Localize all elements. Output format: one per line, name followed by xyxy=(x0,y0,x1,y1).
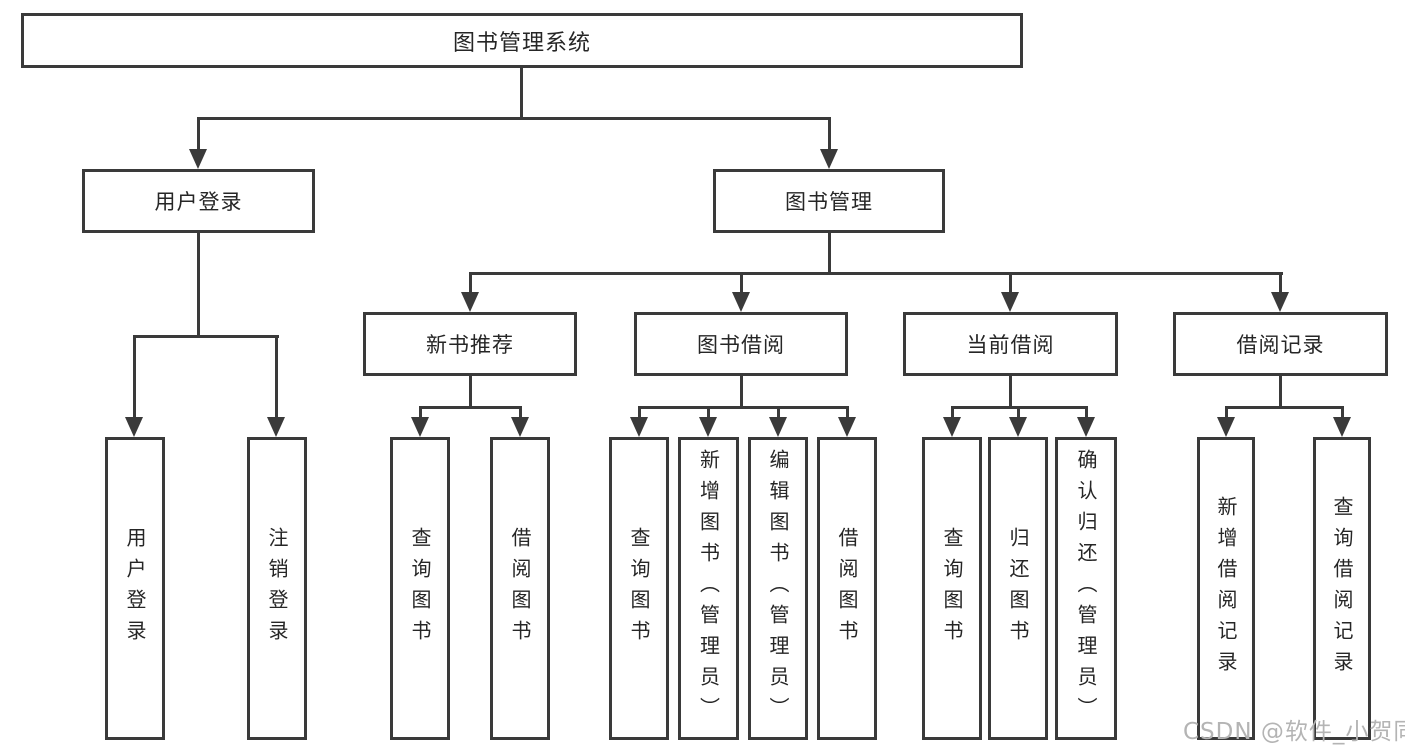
leaf-confirm-return-admin: 确认归还（管理员） xyxy=(1055,437,1117,740)
node-label: 用户登录 xyxy=(154,190,243,214)
leaf-label: 用户登录 xyxy=(123,526,147,651)
leaf-label: 查询借阅记录 xyxy=(1330,495,1354,682)
connector-line xyxy=(197,117,831,120)
arrowhead-down-icon xyxy=(943,417,961,437)
arrowhead-down-icon xyxy=(820,149,838,169)
leaf-label: 归还图书 xyxy=(1006,526,1030,651)
connector-line xyxy=(1085,406,1088,420)
connector-line xyxy=(520,68,523,120)
connector-line xyxy=(197,117,200,152)
connector-line xyxy=(707,406,710,420)
leaf-query-books-current: 查询图书 xyxy=(922,437,982,740)
arrowhead-down-icon xyxy=(732,292,750,312)
connector-line xyxy=(951,406,954,420)
connector-line xyxy=(846,406,849,420)
connector-line xyxy=(740,376,743,409)
leaf-label: 确认归还（管理员） xyxy=(1074,449,1098,728)
leaf-label: 查询图书 xyxy=(627,526,651,651)
arrowhead-down-icon xyxy=(461,292,479,312)
node-user-login: 用户登录 xyxy=(82,169,315,233)
node-borrowing-records: 借阅记录 xyxy=(1173,312,1388,376)
node-label: 借阅记录 xyxy=(1236,333,1325,357)
leaf-query-books-recommend: 查询图书 xyxy=(390,437,450,740)
leaf-label: 编辑图书（管理员） xyxy=(766,449,790,728)
leaf-label: 查询图书 xyxy=(408,526,432,651)
leaf-label: 新增图书（管理员） xyxy=(696,449,721,728)
leaf-query-books-borrowing: 查询图书 xyxy=(609,437,669,740)
connector-line xyxy=(133,335,136,420)
connector-line xyxy=(519,406,522,420)
connector-line xyxy=(777,406,780,420)
connector-line xyxy=(828,233,831,275)
connector-line xyxy=(469,272,472,295)
leaf-label: 借阅图书 xyxy=(835,526,859,651)
node-book-management: 图书管理 xyxy=(713,169,945,233)
connector-line xyxy=(1225,406,1228,420)
arrowhead-down-icon xyxy=(411,417,429,437)
arrowhead-down-icon xyxy=(1001,292,1019,312)
connector-line xyxy=(740,272,743,295)
node-label: 新书推荐 xyxy=(426,333,514,357)
connector-line xyxy=(133,335,279,338)
arrowhead-down-icon xyxy=(267,417,285,437)
connector-line xyxy=(1009,376,1012,409)
arrowhead-down-icon xyxy=(630,417,648,437)
leaf-user-login: 用户登录 xyxy=(105,437,165,740)
node-label: 图书管理系统 xyxy=(452,30,591,56)
leaf-borrow-books-recommend: 借阅图书 xyxy=(490,437,550,740)
arrowhead-down-icon xyxy=(1217,417,1235,437)
connector-line xyxy=(419,406,521,409)
arrowhead-down-icon xyxy=(511,417,529,437)
arrowhead-down-icon xyxy=(699,417,717,437)
connector-line xyxy=(275,335,278,420)
arrowhead-down-icon xyxy=(1009,417,1027,437)
node-new-book-recommend: 新书推荐 xyxy=(363,312,577,376)
leaf-label: 查询图书 xyxy=(940,526,964,651)
arrowhead-down-icon xyxy=(838,417,856,437)
connector-line xyxy=(1279,376,1282,409)
leaf-label: 注销登录 xyxy=(265,526,289,651)
connector-line xyxy=(469,272,1283,275)
connector-line xyxy=(1009,272,1012,295)
arrowhead-down-icon xyxy=(769,417,787,437)
connector-line xyxy=(638,406,848,409)
node-library-management-system: 图书管理系统 xyxy=(21,13,1023,68)
leaf-add-books-admin: 新增图书（管理员） xyxy=(678,437,739,740)
arrowhead-down-icon xyxy=(1271,292,1289,312)
arrowhead-down-icon xyxy=(1333,417,1351,437)
connector-line xyxy=(1225,406,1343,409)
connector-line xyxy=(638,406,641,420)
arrowhead-down-icon xyxy=(189,149,207,169)
leaf-borrow-books: 借阅图书 xyxy=(817,437,877,740)
leaf-logout: 注销登录 xyxy=(247,437,307,740)
node-current-borrowing: 当前借阅 xyxy=(903,312,1118,376)
connector-line xyxy=(197,233,200,338)
leaf-label: 新增借阅记录 xyxy=(1214,495,1238,682)
node-label: 图书管理 xyxy=(785,190,873,214)
node-book-borrowing: 图书借阅 xyxy=(634,312,848,376)
leaf-query-borrow-record: 查询借阅记录 xyxy=(1313,437,1371,740)
leaf-add-borrow-record: 新增借阅记录 xyxy=(1197,437,1255,740)
connector-line xyxy=(419,406,422,420)
node-label: 当前借阅 xyxy=(966,333,1055,357)
leaf-label: 借阅图书 xyxy=(508,526,532,651)
leaf-return-books: 归还图书 xyxy=(988,437,1048,740)
connector-line xyxy=(1017,406,1020,420)
connector-line xyxy=(469,376,472,409)
arrowhead-down-icon xyxy=(1077,417,1095,437)
arrowhead-down-icon xyxy=(125,417,143,437)
connector-line xyxy=(1279,272,1282,295)
connector-line xyxy=(828,117,831,152)
connector-line xyxy=(1341,406,1344,420)
node-label: 图书借阅 xyxy=(697,333,785,357)
leaf-edit-books-admin: 编辑图书（管理员） xyxy=(748,437,808,740)
csdn-watermark: CSDN @软件_小贺同学 xyxy=(1183,719,1405,745)
